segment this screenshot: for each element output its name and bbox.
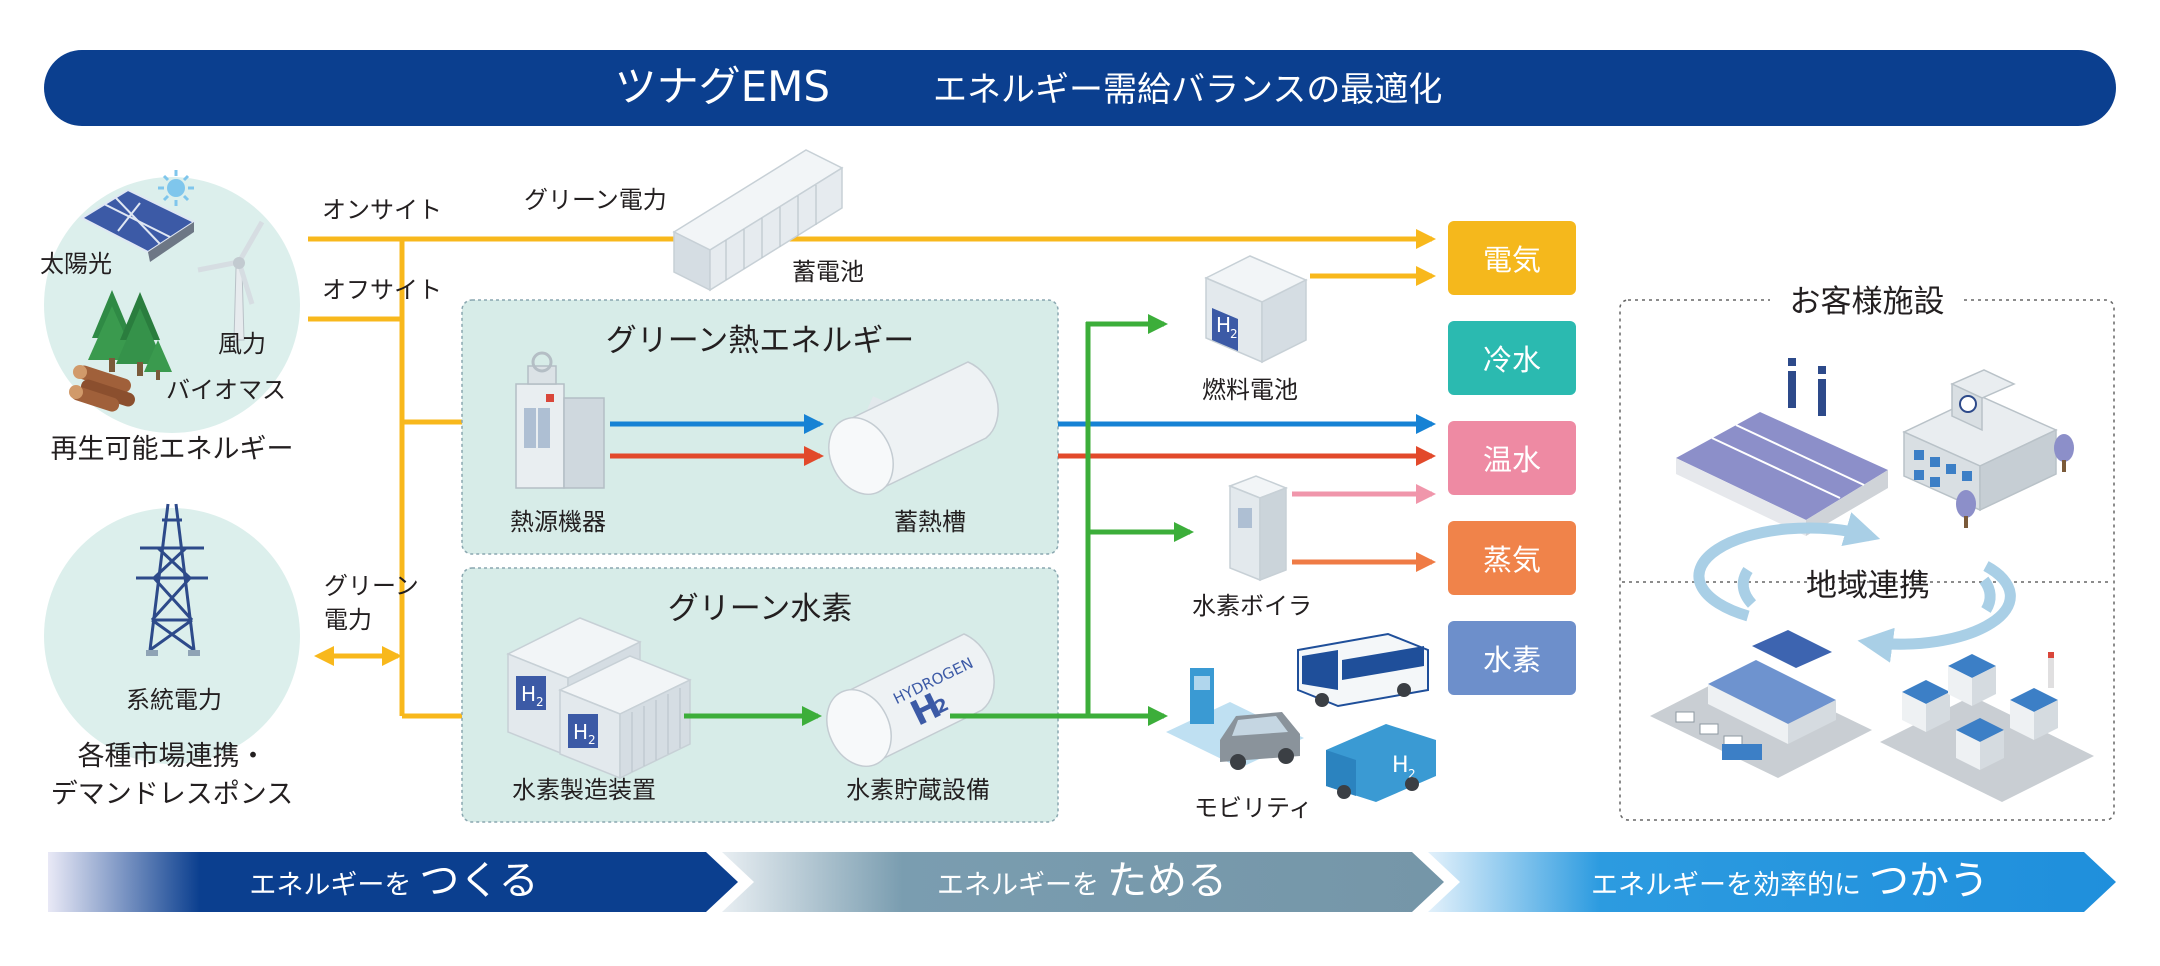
svg-text:2: 2 (588, 733, 596, 747)
green-distribution (950, 314, 1194, 726)
renewable-caption: 再生可能エネルギー (51, 434, 294, 465)
regional-cycle (1693, 512, 2016, 663)
hydrogen-boiler-icon (1227, 475, 1289, 582)
hydrogen-storage-label: 水素貯蔵設備 (846, 776, 990, 804)
svg-text:H: H (521, 682, 536, 706)
heat-box-title: グリーン熱エネルギー (606, 323, 914, 359)
output-boxes: 電気 冷水 温水 蒸気 水素 (1448, 221, 1576, 695)
heat-source-machine-icon (515, 351, 605, 489)
grid-source: 系統電力 (44, 503, 300, 764)
renewable-source: 太陽光 風力 バイオマス (40, 170, 300, 433)
svg-text:H: H (573, 720, 588, 744)
output-box-chilled-water (1448, 321, 1576, 395)
green-power-label-top: グリーン電力 (524, 186, 667, 214)
output-box-steam (1448, 521, 1576, 595)
solar-label: 太陽光 (40, 250, 112, 278)
store-icon (1650, 630, 1872, 778)
grid-green-power-line2: 電力 (324, 606, 372, 634)
grid-label: 系統電力 (126, 686, 222, 714)
facility-title: お客様施設 (1790, 284, 1945, 320)
heat-source-label: 熱源機器 (510, 508, 606, 536)
mobility-label: モビリティ (1194, 794, 1313, 822)
heat-tank-label: 蓄熱槽 (894, 508, 966, 536)
battery-label: 蓄電池 (792, 258, 864, 286)
output-label-chilled-water: 冷水 (1483, 343, 1541, 377)
header-title-main: ツナグEMS (615, 62, 830, 111)
fuel-cell-icon: H 2 (1204, 255, 1308, 364)
output-box-hydrogen (1448, 621, 1576, 695)
output-label-steam: 蒸気 (1483, 543, 1541, 577)
svg-text:2: 2 (536, 695, 544, 709)
grid-green-power-line1: グリーン (324, 572, 419, 600)
biomass-label: バイオマス (166, 376, 286, 404)
grid-caption-line2: デマンドレスポンス (51, 779, 293, 810)
wind-label: 風力 (218, 330, 266, 358)
svg-text:2: 2 (1230, 327, 1238, 341)
footer-arrow-use (1428, 852, 2116, 912)
onsite-label: オンサイト (322, 196, 442, 224)
header-title-sub: エネルギー需給バランスの最適化 (933, 70, 1442, 110)
offsite-label: オフサイト (322, 276, 442, 304)
solar-panel-icon (79, 188, 197, 262)
biomass-logs-icon (69, 365, 135, 412)
residential-area-icon (1880, 652, 2094, 802)
mobility-icons: H 2 (1166, 632, 1436, 802)
collaboration-label: 地域連携 (1806, 568, 1930, 604)
footer-arrow-store (722, 852, 1444, 912)
footer-store-text: エネルギーをためる (937, 858, 1227, 904)
output-box-hot-water (1448, 421, 1576, 495)
hydrogen-production-label: 水素製造装置 (512, 776, 656, 804)
renewable-circle (44, 177, 300, 433)
hydrogen-production-unit-icon: H 2 H 2 (506, 617, 692, 780)
heat-storage-tank-icon (828, 361, 999, 496)
footer-make-text: エネルギーをつくる (249, 858, 538, 904)
footer-use-text: エネルギーを効率的につかう (1591, 858, 1989, 904)
truck-icon: H 2 (1326, 724, 1436, 802)
grid-caption-line1: 各種市場連携・ (78, 741, 267, 772)
hydrogen-boiler-label: 水素ボイラ (1192, 592, 1312, 620)
header-banner (44, 50, 2116, 126)
svg-text:2: 2 (1408, 767, 1416, 781)
transmission-tower-icon (136, 503, 208, 652)
wind-turbine-icon (197, 220, 265, 341)
forest-icon (88, 290, 172, 380)
school-icon (1902, 369, 2074, 528)
svg-text:H: H (1392, 753, 1409, 778)
fuel-cell-label: 燃料電池 (1202, 376, 1298, 404)
heat-box (461, 299, 1059, 555)
footer-arrow-make (48, 852, 738, 912)
output-label-hydrogen: 水素 (1483, 643, 1541, 677)
svg-text:H: H (1216, 313, 1231, 337)
hydrogen-storage-tank-icon: HYDROGEN H 2 (826, 633, 995, 768)
output-label-electricity: 電気 (1483, 243, 1541, 277)
sun-icon (158, 170, 194, 206)
battery-container-icon (672, 149, 844, 292)
bus-icon (1297, 632, 1429, 708)
output-box-electricity (1448, 221, 1576, 295)
hydrogen-box-title: グリーン水素 (668, 591, 852, 627)
car-icon (1220, 712, 1300, 770)
output-label-hot-water: 温水 (1483, 443, 1541, 477)
factory-icon (1676, 358, 1888, 536)
